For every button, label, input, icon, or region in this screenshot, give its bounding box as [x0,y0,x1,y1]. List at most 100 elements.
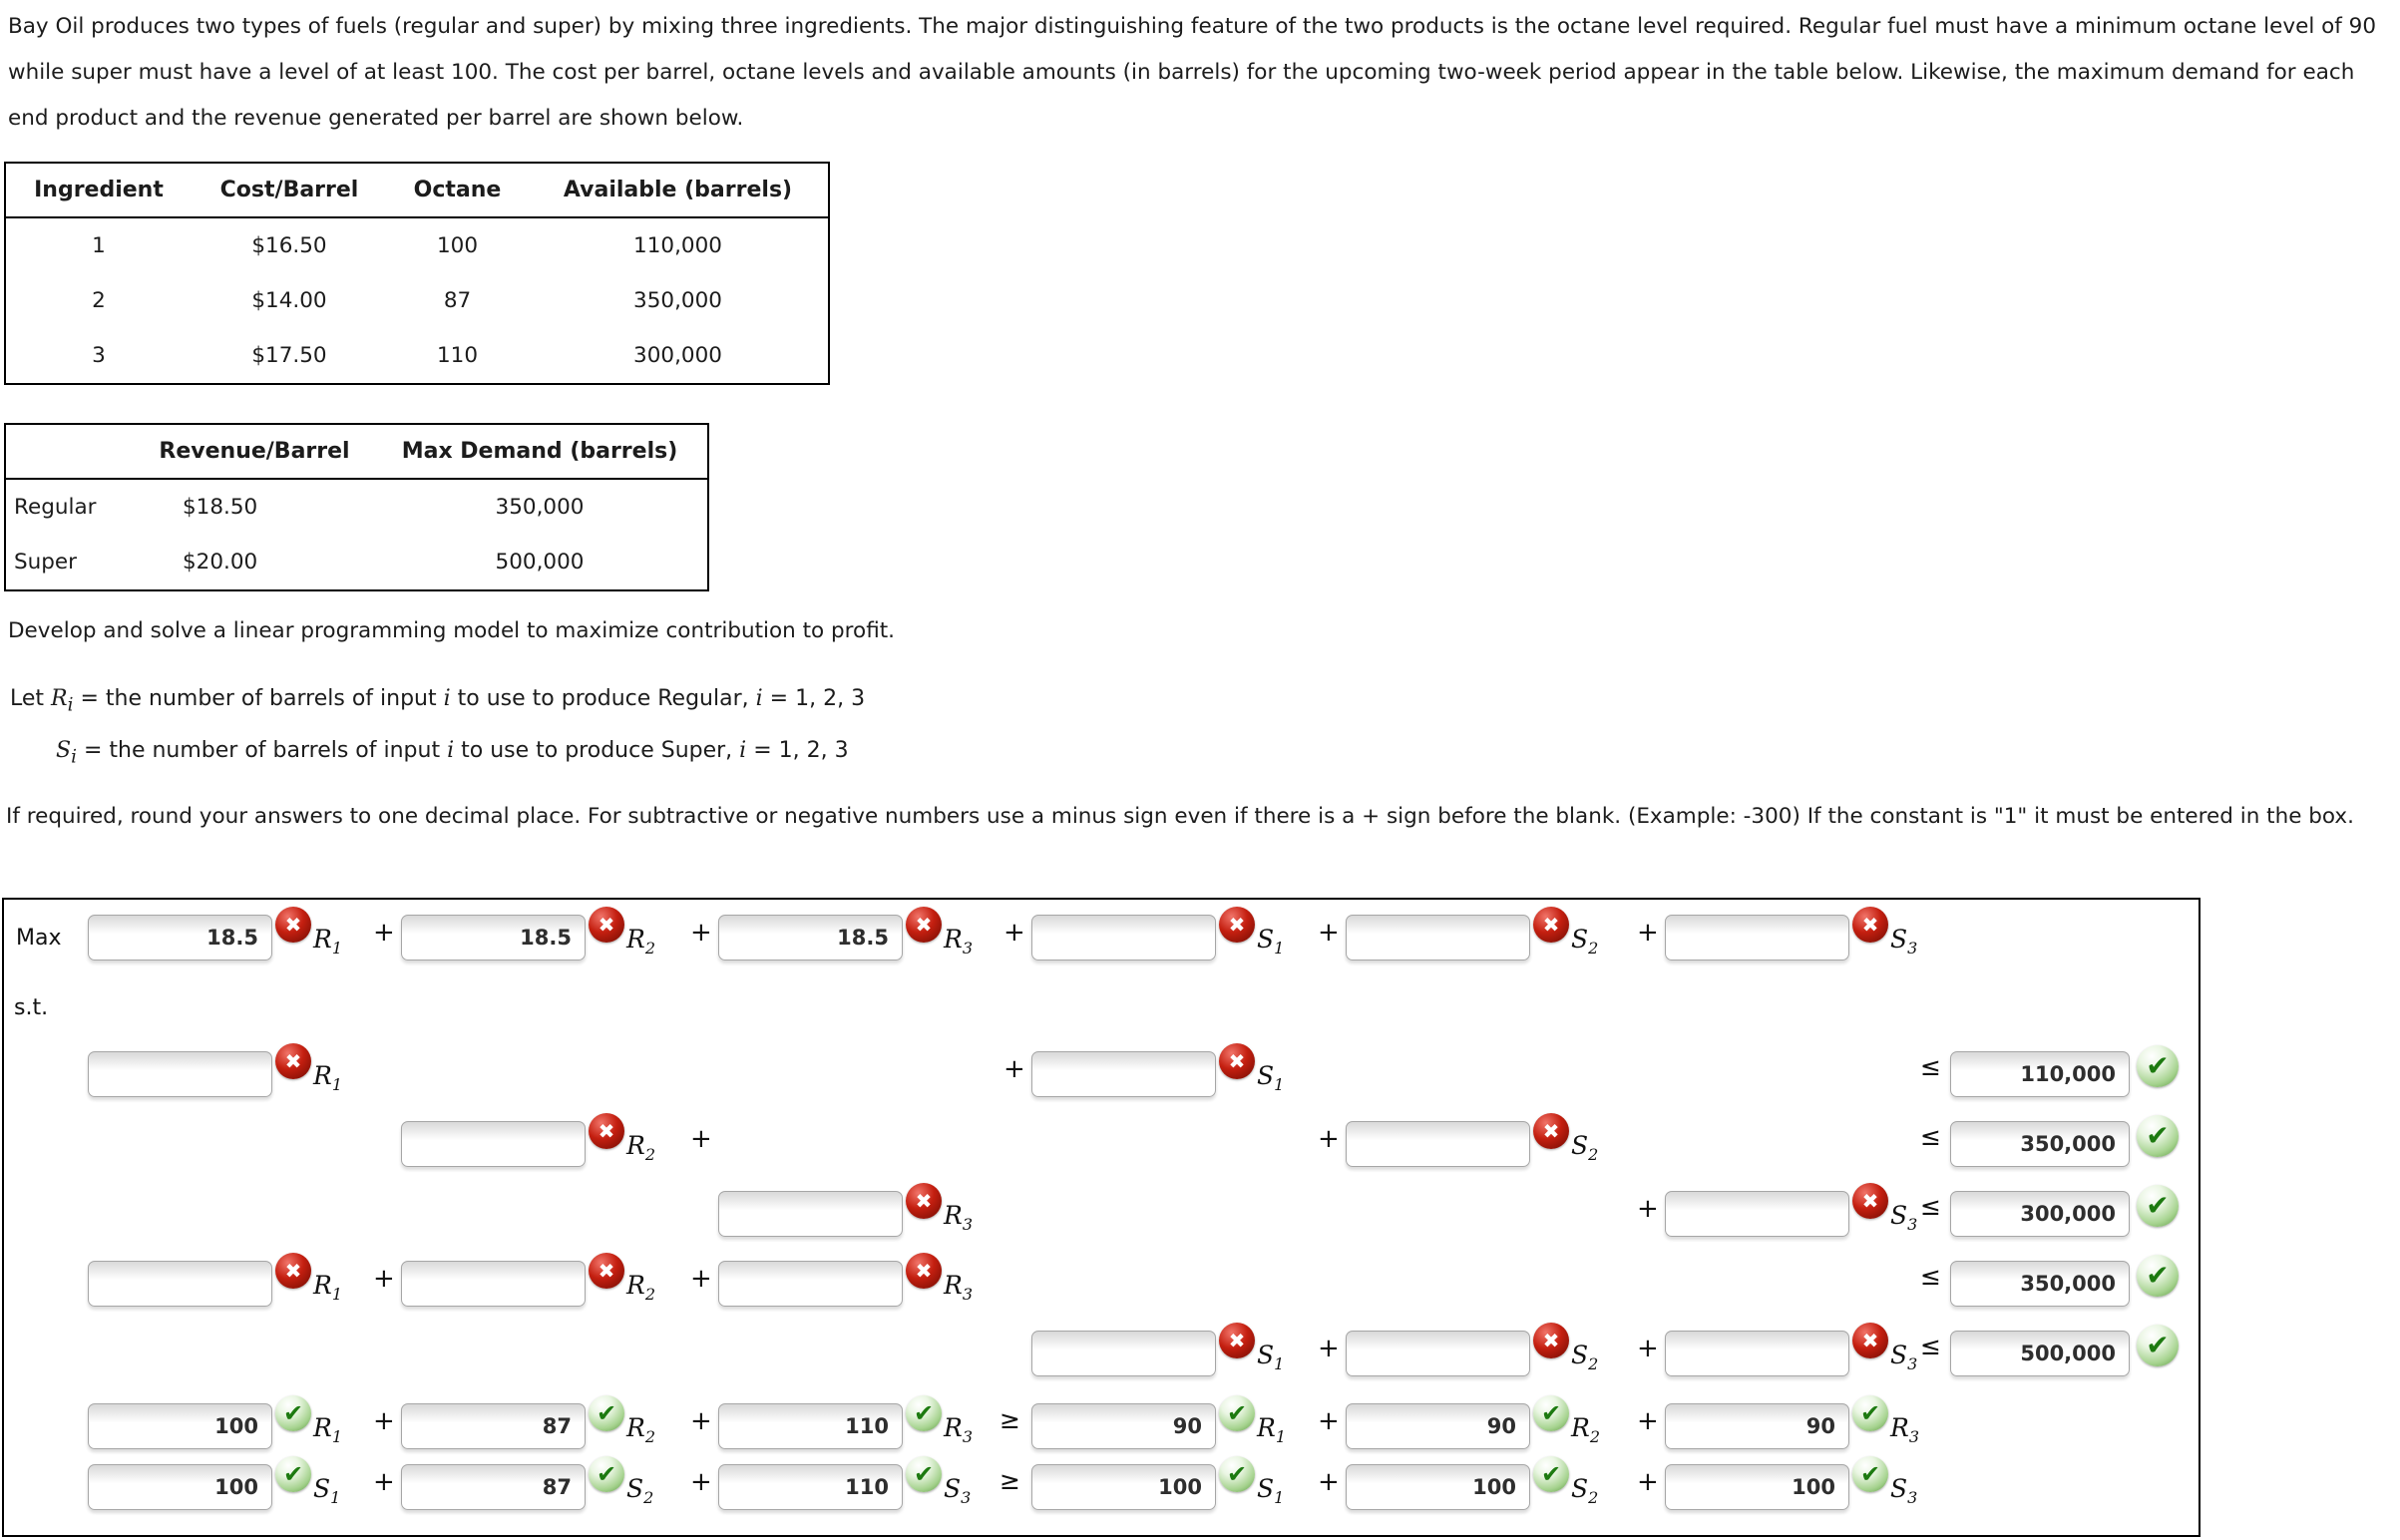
incorrect-x-icon: ✖ [1219,1043,1255,1079]
products-table: Revenue/Barrel Max Demand (barrels) Regu… [4,423,709,591]
math-variable: i [739,738,747,763]
objective-S2-coefficient-input[interactable] [1346,915,1530,961]
variable-definitions: Let Ri = the number of barrels of input … [10,686,865,790]
objective-R3-coefficient-input[interactable] [718,915,903,961]
math-variable: i [71,746,77,768]
objective-R2-variable-label: R2 [626,925,656,958]
constraint-4-R3-coefficient-input[interactable] [718,1261,903,1307]
constraint-6-R2-variable-label: R2 [626,1413,656,1446]
develop-instruction: Develop and solve a linear programming m… [8,618,896,643]
constraint-7-S1-coefficient-input[interactable] [1031,1464,1216,1510]
definition-line-1: Let Ri = the number of barrels of input … [10,686,865,738]
constraint-6-R2-coefficient-input[interactable] [1346,1403,1530,1449]
correct-check-icon: ✔ [2137,1185,2179,1227]
objective-S2-variable-label: S2 [1571,925,1599,958]
plus-operator: + [1637,1406,1659,1436]
plus-operator: + [1318,1406,1340,1436]
constraint-7-S3-variable-label: S3 [1890,1474,1918,1507]
constraint-1-S1-coefficient-input[interactable] [1031,1051,1216,1097]
constraint-7-S3-variable-label: S3 [944,1474,972,1507]
constraint-5-S1-coefficient-input[interactable] [1031,1331,1216,1376]
constraint-7-S3-coefficient-input[interactable] [1665,1464,1849,1510]
plus-operator: + [1637,1194,1659,1224]
objective-R1-coefficient-input[interactable] [88,915,272,961]
plus-operator: + [1003,1054,1025,1084]
constraint-6-R1-coefficient-input[interactable] [1031,1403,1216,1449]
constraint-4-R1-coefficient-input[interactable] [88,1261,272,1307]
relation-symbol: ≤ [1920,1122,1941,1151]
objective-S1-variable-label: S1 [1257,925,1285,958]
constraint-5-S3-coefficient-input[interactable] [1665,1331,1849,1376]
table-row: Regular $18.50 350,000 [5,479,708,535]
constraint-7-S2-variable-label: S2 [626,1474,654,1507]
plus-operator: + [1318,918,1340,948]
constraint-2-R2-variable-label: R2 [626,1131,656,1164]
constraint-6-R2-coefficient-input[interactable] [401,1403,586,1449]
constraint-5-S2-coefficient-input[interactable] [1346,1331,1530,1376]
cell: 2 [92,288,106,313]
col-header-blank [5,424,137,480]
cell: 350,000 [495,495,585,520]
constraint-1-R1-coefficient-input[interactable] [88,1051,272,1097]
constraint-4-R2-variable-label: R2 [626,1271,656,1304]
constraint-6-R3-coefficient-input[interactable] [718,1403,903,1449]
objective-R1-variable-label: R1 [313,925,343,958]
constraint-4-R2-coefficient-input[interactable] [401,1261,586,1307]
constraint-6-R3-coefficient-input[interactable] [1665,1403,1849,1449]
plus-operator: + [1003,918,1025,948]
col-header-ingredient: Ingredient [5,163,192,218]
plus-operator: + [373,1264,395,1294]
constraint-1-rhs-input[interactable] [1950,1051,2130,1097]
constraint-4-R3-variable-label: R3 [944,1271,974,1304]
objective-S1-coefficient-input[interactable] [1031,915,1216,961]
constraint-3-rhs-input[interactable] [1950,1191,2130,1237]
row-label: Super [14,550,77,575]
constraint-2-R2-coefficient-input[interactable] [401,1121,586,1167]
incorrect-x-icon: ✖ [275,1253,311,1289]
constraint-7-S3-coefficient-input[interactable] [718,1464,903,1510]
max-label: Max [16,926,62,951]
relation-symbol: ≤ [1920,1262,1941,1291]
constraint-7-S1-coefficient-input[interactable] [88,1464,272,1510]
cell: $14.00 [251,288,327,313]
plus-operator: + [690,1406,712,1436]
incorrect-x-icon: ✖ [1533,1323,1569,1358]
table-row: 3 $17.50 110 300,000 [5,328,829,384]
correct-check-icon: ✔ [1219,1456,1255,1492]
cell: 350,000 [633,288,722,313]
correct-check-icon: ✔ [906,1395,942,1431]
constraint-4-rhs-input[interactable] [1950,1261,2130,1307]
row-label: Regular [14,495,97,520]
incorrect-x-icon: ✖ [1852,1323,1888,1358]
constraint-7-S1-variable-label: S1 [313,1474,341,1507]
constraint-3-R3-coefficient-input[interactable] [718,1191,903,1237]
constraint-7-S2-coefficient-input[interactable] [1346,1464,1530,1510]
constraint-5-rhs-input[interactable] [1950,1331,2130,1376]
incorrect-x-icon: ✖ [906,1253,942,1289]
definition-line-2: Si = the number of barrels of input i to… [10,738,865,790]
plus-operator: + [373,1406,395,1436]
col-header-revenue: Revenue/Barrel [137,424,372,480]
constraint-5-S1-variable-label: S1 [1257,1341,1285,1373]
constraint-3-S3-coefficient-input[interactable] [1665,1191,1849,1237]
constraint-2-S2-coefficient-input[interactable] [1346,1121,1530,1167]
incorrect-x-icon: ✖ [1852,907,1888,943]
constraint-7-S2-variable-label: S2 [1571,1474,1599,1507]
col-header-available: Available (barrels) [528,163,829,218]
definition-text: to use to produce Super, [454,738,740,763]
constraint-2-S2-variable-label: S2 [1571,1131,1599,1164]
cell: $20.00 [183,550,258,575]
math-variable: R [51,686,68,711]
incorrect-x-icon: ✖ [1219,1323,1255,1358]
products-header-row: Revenue/Barrel Max Demand (barrels) [5,424,708,480]
plus-operator: + [1318,1124,1340,1154]
correct-check-icon: ✔ [1533,1395,1569,1431]
relation-symbol: ≥ [1000,1466,1020,1495]
constraint-7-S2-coefficient-input[interactable] [401,1464,586,1510]
definition-text: = 1, 2, 3 [762,686,866,711]
constraint-2-rhs-input[interactable] [1950,1121,2130,1167]
correct-check-icon: ✔ [1852,1456,1888,1492]
constraint-6-R1-coefficient-input[interactable] [88,1403,272,1449]
objective-S3-coefficient-input[interactable] [1665,915,1849,961]
objective-R2-coefficient-input[interactable] [401,915,586,961]
